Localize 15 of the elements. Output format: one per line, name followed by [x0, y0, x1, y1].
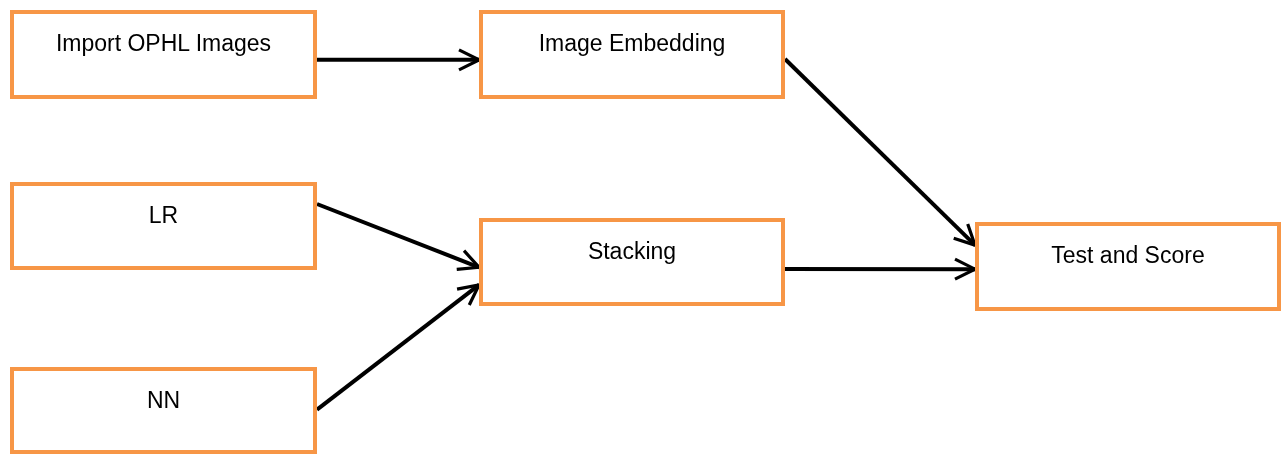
box-label: Stacking — [587, 238, 677, 265]
box-label: Image Embedding — [538, 30, 726, 57]
arrow — [316, 202, 481, 271]
process-box — [479, 218, 785, 306]
process-box — [10, 10, 317, 99]
arrow — [785, 257, 977, 281]
process-box — [10, 182, 317, 270]
box-label: LR — [148, 202, 179, 229]
process-box — [975, 222, 1281, 311]
arrow — [317, 48, 481, 72]
box-label: NN — [146, 387, 181, 414]
process-box — [10, 367, 317, 454]
box-label: Test and Score — [1051, 242, 1205, 269]
process-box — [479, 10, 785, 99]
box-label: Import OPHL Images — [55, 30, 272, 57]
